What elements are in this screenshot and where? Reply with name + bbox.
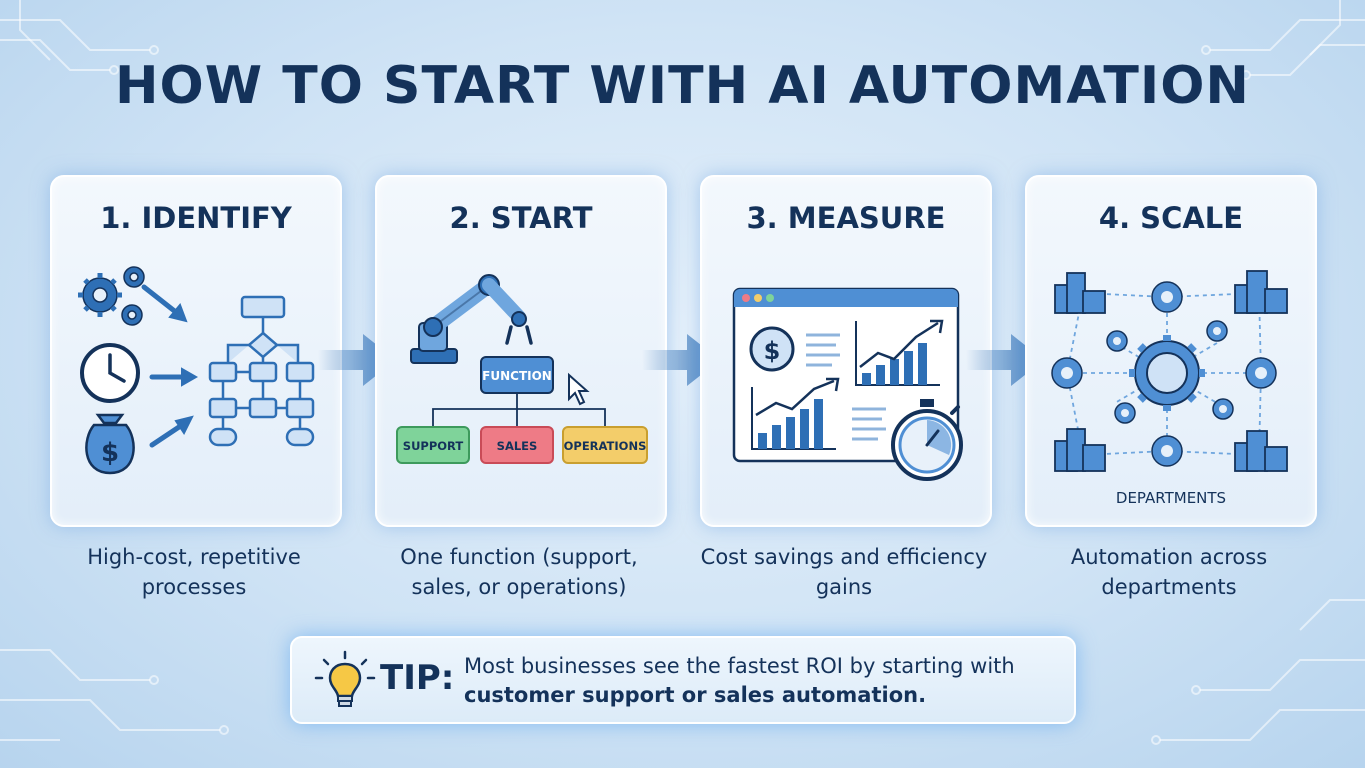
bar-chart-icon [855,319,944,386]
function-label: FUNCTION [482,369,552,383]
bar-chart-icon [751,377,840,450]
step-card-measure: 3. MEASURE $ [700,175,992,527]
step-title-scale: 4. SCALE [1098,201,1244,235]
step-caption-identify: High-cost, repetitive processes [87,545,301,599]
tip-text: Most businesses see the fastest ROI by s… [464,652,1064,710]
arrow-right-icon [966,334,1044,386]
sales-label: SALES [497,439,538,453]
flowchart-icon [208,295,315,447]
building-icon [1054,270,1288,472]
step-title-identify: 1. IDENTIFY [100,201,292,235]
tip-box: TIP: Most businesses see the fastest ROI… [290,636,1076,724]
stopwatch-icon [891,399,963,481]
gears-icon [78,266,145,326]
step-caption-start: One function (support, sales, or operati… [400,545,638,599]
step-caption-measure: Cost savings and efficiency gains [700,545,988,599]
tip-text-plain: Most businesses see the fastest ROI by s… [464,654,1015,678]
support-label: SUPPORT [403,439,464,453]
departments-label: DEPARTMENTS [1116,489,1226,507]
gear-network-icon [1051,281,1277,467]
cursor-icon [568,372,590,406]
page-title: HOW TO START WITH AI AUTOMATION [115,56,1250,116]
tip-text-bold: customer support or sales automation. [464,683,927,707]
step-card-scale: 4. SCALE [1025,175,1317,527]
support-box [396,426,470,464]
step-title-start: 2. START [449,201,593,235]
step-card-start: 2. START FUNCTION SUPPORT SALES OPERATIO… [375,175,667,527]
sales-box [480,426,554,464]
robot-arm-icon [410,274,533,364]
svg-text:$: $ [764,337,781,365]
step-title-measure: 3. MEASURE [746,201,946,235]
clock-icon [80,343,140,403]
lightbulb-icon [314,650,376,707]
operations-box [562,426,648,464]
money-bag-icon: $ [85,413,135,475]
step-caption-scale: Automation across departments [1070,545,1268,599]
tip-label: TIP: [380,658,455,698]
operations-label: OPERATIONS [564,439,647,453]
dollar-coin-icon: $ [749,326,795,372]
svg-text:$: $ [101,438,119,468]
step-card-identify: 1. IDENTIFY $ [50,175,342,527]
